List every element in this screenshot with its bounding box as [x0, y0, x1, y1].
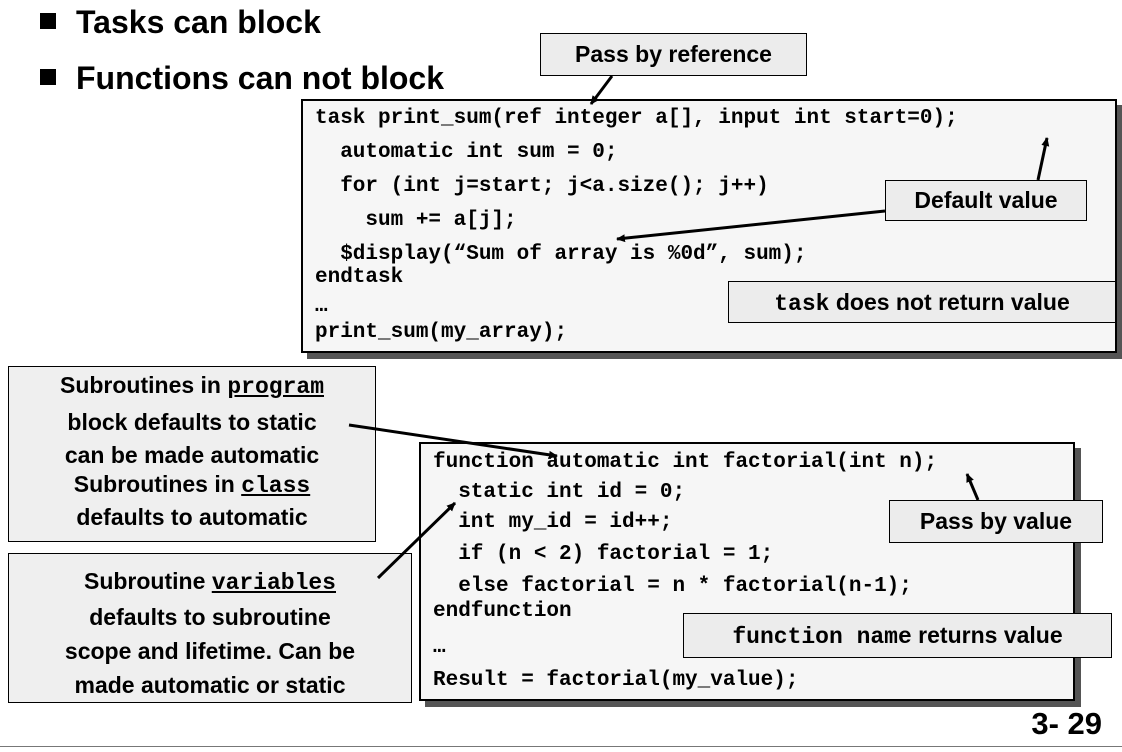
callout-text: Pass by value — [919, 508, 1073, 534]
arrow-pass-by-reference — [589, 75, 614, 105]
callout-keyword: function name — [732, 624, 912, 650]
side-note-keyword: class — [241, 473, 311, 499]
callout-text: Default value — [914, 187, 1058, 213]
arrow-subroutine-variables — [376, 501, 457, 580]
code-line: print_sum(my_array); — [315, 321, 568, 344]
bullet-tasks-can-block: Tasks can block — [40, 4, 321, 40]
side-note-line: made automatic or static — [74, 672, 346, 698]
side-note-line: can be made automatic — [64, 442, 320, 468]
code-line: int my_id = id++; — [433, 511, 673, 534]
callout-function-returns: function name returns value — [683, 613, 1112, 658]
side-note-text: Subroutines in — [73, 471, 242, 497]
bullet-text: Functions can not block — [76, 60, 445, 96]
arrow-default-value-display — [616, 209, 886, 243]
side-note-subroutine-variables: Subroutine variables defaults to subrout… — [8, 553, 412, 703]
code-line: … — [433, 636, 446, 659]
callout-pass-by-reference: Pass by reference — [540, 33, 807, 76]
side-note-line: block defaults to static — [67, 409, 317, 435]
bullet-functions-can-not-block: Functions can not block — [40, 60, 444, 96]
arrow-program-static — [348, 423, 558, 459]
code-line: $display(“Sum of array is %0d”, sum); — [315, 243, 807, 266]
side-note-text: Subroutines in — [59, 372, 228, 398]
arrow-default-value-start — [1036, 137, 1050, 181]
code-line: endtask — [315, 266, 404, 289]
callout-keyword: task — [774, 291, 830, 317]
arrow-pass-by-value — [965, 473, 980, 501]
code-line: static int id = 0; — [433, 481, 686, 504]
code-line: … — [315, 295, 328, 318]
code-line: automatic int sum = 0; — [315, 141, 618, 164]
code-line: if (n < 2) factorial = 1; — [433, 543, 774, 566]
code-line: Result = factorial(my_value); — [433, 669, 799, 692]
side-note-keyword: variables — [211, 570, 336, 596]
side-note-subroutine-defaults: Subroutines in program block defaults to… — [8, 366, 376, 542]
code-line: else factorial = n * factorial(n-1); — [433, 575, 912, 598]
code-line: for (int j=start; j<a.size(); j++) — [315, 175, 769, 198]
callout-text: does not return value — [829, 289, 1070, 315]
bullet-text: Tasks can block — [76, 4, 321, 40]
bottom-divider — [0, 746, 1122, 747]
side-note-line: Subroutines in program — [9, 371, 375, 402]
callout-default-value: Default value — [885, 180, 1087, 221]
callout-task-no-return: task does not return value — [728, 281, 1116, 323]
bullet-square-icon — [40, 13, 56, 29]
code-line: sum += a[j]; — [315, 209, 517, 232]
page-number: 3- 29 — [1031, 706, 1102, 741]
side-note-keyword: program — [227, 374, 324, 400]
side-note-line: defaults to subroutine — [89, 604, 331, 630]
callout-text: returns value — [911, 622, 1063, 648]
side-note-line: scope and lifetime. Can be — [64, 638, 356, 664]
code-line: task print_sum(ref integer a[], input in… — [315, 107, 958, 130]
callout-pass-by-value: Pass by value — [889, 500, 1103, 543]
callout-text: Pass by reference — [575, 41, 772, 67]
side-note-line: Subroutine variables — [9, 564, 411, 600]
side-note-line: Subroutines in class — [9, 470, 375, 501]
side-note-line: defaults to automatic — [76, 504, 308, 530]
side-note-text: Subroutine — [83, 568, 212, 594]
code-line: function automatic int factorial(int n); — [433, 451, 938, 474]
code-line: endfunction — [433, 600, 572, 623]
bullet-square-icon — [40, 69, 56, 85]
